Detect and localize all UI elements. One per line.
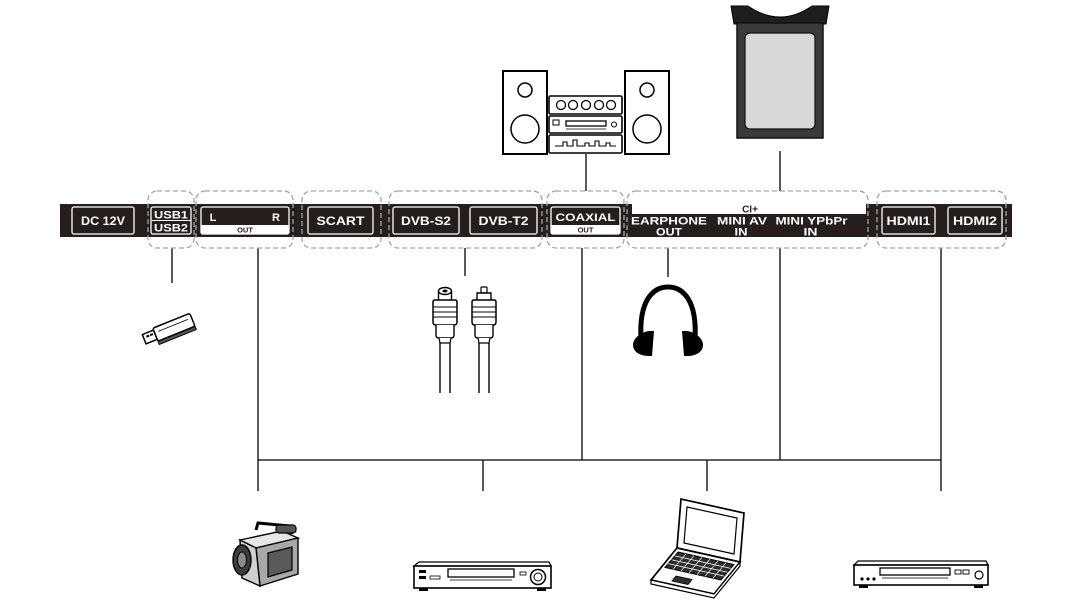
mini-ypbpr-in-caption: IN: [804, 227, 818, 239]
audio-out-group-outline: [195, 190, 294, 249]
usb1-label: USB1: [154, 210, 188, 222]
dvb-t2-label: DVB-T2: [479, 214, 529, 228]
usb-stick-icon: [141, 313, 197, 346]
audio-left-label: L: [210, 212, 217, 224]
usb-ports: USB1 USB2: [150, 206, 192, 235]
usb2-label: USB2: [154, 223, 188, 235]
ci-slot-label: CI+: [742, 205, 758, 216]
mini-av-label: MINI AV: [717, 216, 768, 228]
scart-label: SCART: [317, 214, 366, 228]
coax-plug-right-icon: [471, 286, 497, 393]
hdmi1-label: HDMI1: [887, 214, 931, 228]
dc-12v-label: DC 12V: [81, 214, 125, 228]
scart-port: SCART: [307, 206, 374, 235]
stereo-system-icon: [502, 70, 670, 155]
coaxial-label: COAXIAL: [556, 212, 616, 224]
dvd-player-icon: [412, 561, 553, 591]
mini-ypbpr-port: MINI YPbPr IN: [776, 216, 849, 239]
rear-panel: DC 12V USB1 USB2 L R OUT SCART DVB-S2 D: [60, 190, 1012, 249]
coaxial-port: COAXIAL OUT: [550, 206, 621, 235]
audio-out-port: L R OUT: [200, 206, 290, 235]
ci-slot: CI+: [632, 203, 866, 216]
antenna-cable-icon: [432, 286, 497, 393]
mini-av-in-caption: IN: [735, 227, 748, 239]
coax-plug-left-icon: [432, 286, 458, 393]
earphone-port: EARPHONE OUT: [631, 216, 707, 239]
earphone-out-caption: OUT: [656, 227, 682, 239]
audio-out-caption: OUT: [237, 226, 253, 235]
headphones-icon: [633, 284, 703, 356]
hdmi-group-outline: [876, 190, 1007, 249]
connection-lines: [171, 151, 942, 491]
dc-12v-port: DC 12V: [71, 206, 135, 235]
usb-group-outline: [147, 190, 195, 249]
ci-group-outline: [626, 190, 869, 249]
coaxial-group-outline: [546, 190, 625, 249]
earphone-label: EARPHONE: [631, 216, 707, 228]
audio-right-label: R: [272, 212, 280, 224]
camcorder-icon: [232, 521, 301, 588]
hdmi2-label: HDMI2: [953, 214, 997, 228]
hdmi-ports: HDMI1 HDMI2: [881, 206, 1003, 235]
coaxial-out-caption: OUT: [578, 226, 594, 235]
antenna-ports: DVB-S2 DVB-T2: [392, 206, 538, 235]
mini-av-port: MINI AV IN: [717, 216, 768, 239]
laptop-icon: [649, 497, 745, 599]
mini-ypbpr-label: MINI YPbPr: [776, 216, 849, 228]
ci-card-icon: [730, 5, 830, 139]
set-top-box-icon: [852, 560, 990, 588]
antenna-group-outline: [388, 190, 543, 249]
dvb-s2-label: DVB-S2: [401, 214, 451, 228]
